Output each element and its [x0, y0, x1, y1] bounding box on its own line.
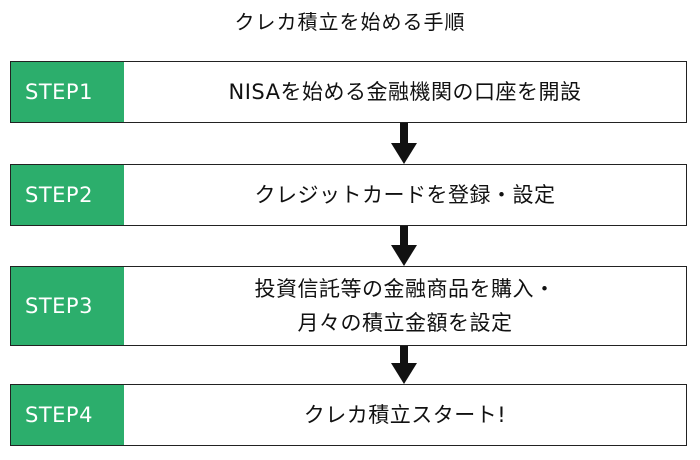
step-2-box: STEP2 クレジットカードを登録・設定 — [10, 164, 687, 226]
step-2-label: STEP2 — [11, 165, 124, 225]
step-3-box: STEP3 投資信託等の金融商品を購入・ 月々の積立金額を設定 — [10, 266, 687, 346]
down-arrow-icon — [391, 123, 417, 164]
step-3-text-line-2: 月々の積立金額を設定 — [297, 311, 513, 335]
step-1-text-line-1: NISAを始める金融機関の口座を開設 — [228, 80, 582, 104]
diagram-title: クレカ積立を始める手順 — [234, 10, 466, 34]
down-arrow-icon — [391, 346, 417, 384]
step-4-box: STEP4 クレカ積立スタート! — [10, 384, 687, 446]
step-4-text-line-1: クレカ積立スタート! — [303, 403, 507, 427]
down-arrow-icon — [391, 226, 417, 266]
step-3-text: 投資信託等の金融商品を購入・ 月々の積立金額を設定 — [124, 267, 686, 345]
step-4-label: STEP4 — [11, 385, 124, 445]
step-2-text: クレジットカードを登録・設定 — [124, 165, 686, 225]
step-3-label: STEP3 — [11, 267, 124, 345]
step-4-text: クレカ積立スタート! — [124, 385, 686, 445]
step-1-text: NISAを始める金融機関の口座を開設 — [124, 62, 686, 122]
step-2-text-line-1: クレジットカードを登録・設定 — [254, 183, 556, 207]
step-1-label: STEP1 — [11, 62, 124, 122]
step-3-text-line-1: 投資信託等の金融商品を購入・ — [254, 277, 556, 301]
step-1-box: STEP1 NISAを始める金融機関の口座を開設 — [10, 61, 687, 123]
